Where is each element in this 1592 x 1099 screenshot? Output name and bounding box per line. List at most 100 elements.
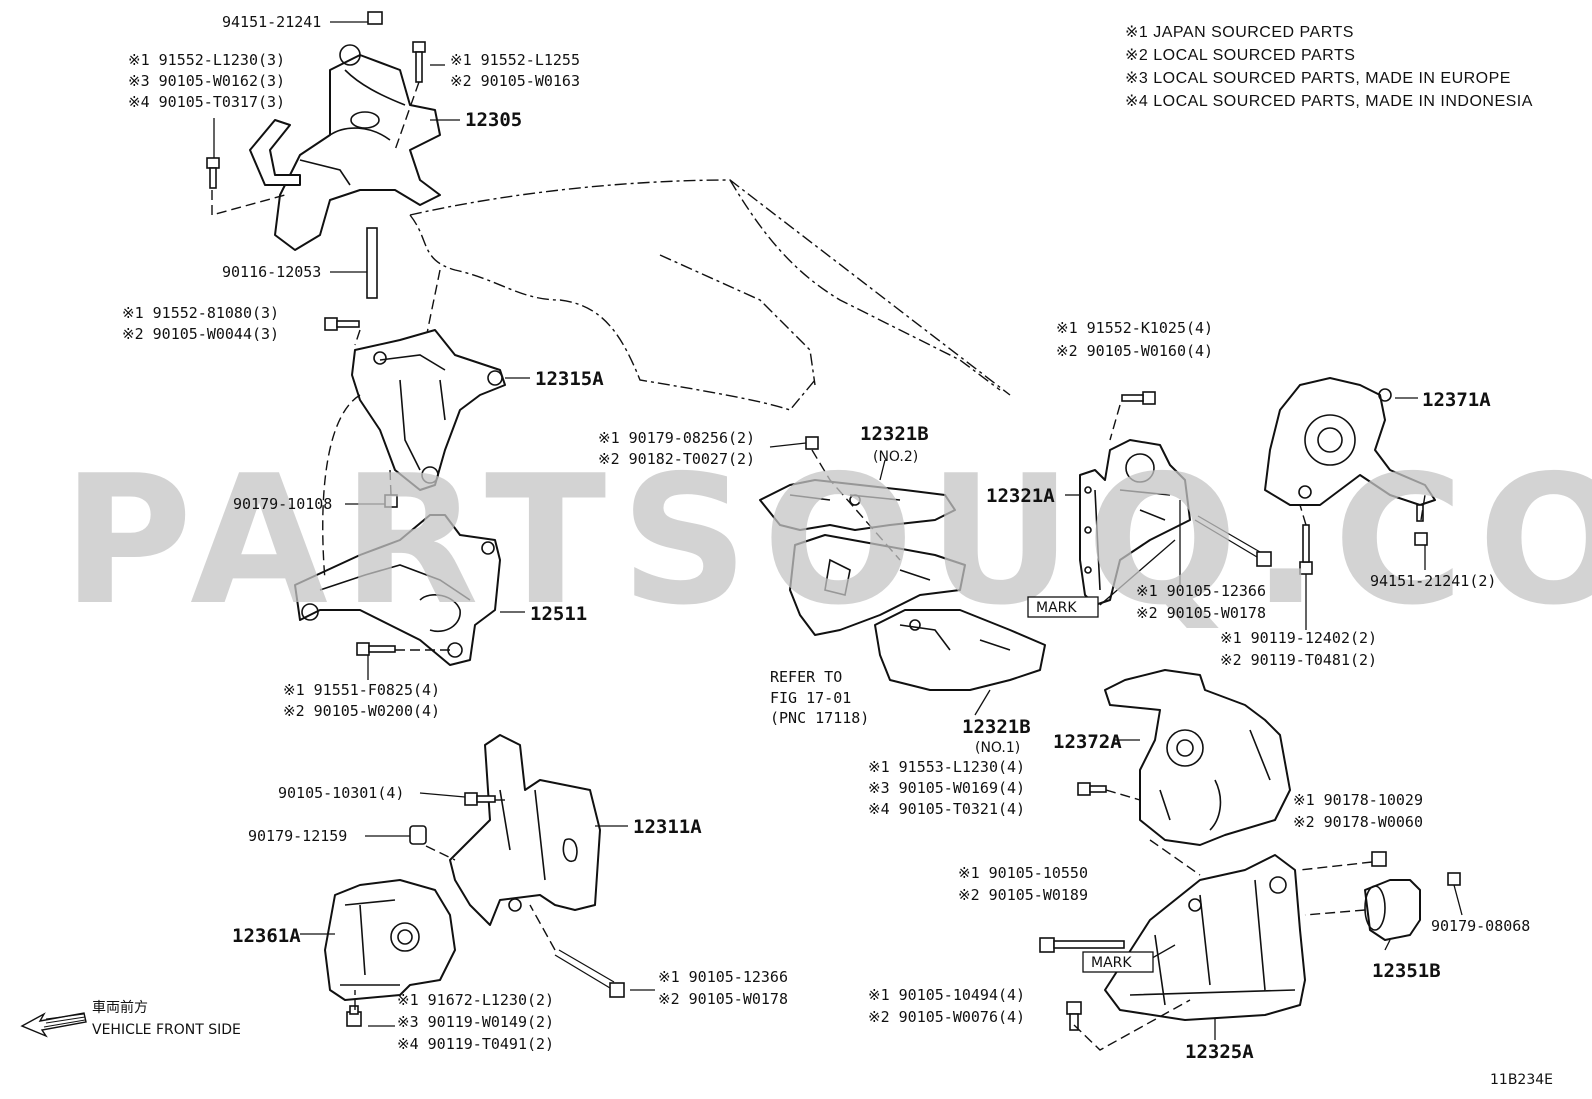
bolt-icon[interactable] bbox=[412, 41, 426, 83]
refer-line-2: FIG 17-01 bbox=[770, 689, 851, 707]
label-a3[interactable]: ※3 90105-W0162(3) bbox=[128, 72, 285, 90]
label-b1[interactable]: ※1 91552-L1255 bbox=[450, 51, 580, 69]
label-a1[interactable]: 94151-21241 bbox=[222, 13, 321, 31]
label-c1[interactable]: 90116-12053 bbox=[222, 263, 321, 281]
label-s1[interactable]: 90179-08068 bbox=[1431, 917, 1530, 935]
label-j1[interactable]: ※1 90105-12366 bbox=[658, 968, 788, 986]
bolt-icon[interactable] bbox=[206, 157, 220, 189]
part-label-12511[interactable]: 12511 bbox=[530, 603, 587, 625]
part-sub-no2: (NO.2) bbox=[873, 449, 918, 465]
label-t1[interactable]: ※1 90105-10494(4) bbox=[868, 986, 1025, 1004]
label-g1[interactable]: ※1 90179-08256(2) bbox=[598, 429, 755, 447]
label-l1[interactable]: ※1 91552-K1025(4) bbox=[1056, 319, 1213, 337]
label-o2[interactable]: ※2 90119-T0481(2) bbox=[1220, 651, 1377, 669]
label-g2[interactable]: ※2 90182-T0027(2) bbox=[598, 450, 755, 468]
nut-icon[interactable] bbox=[1371, 851, 1387, 867]
mark-label: MARK bbox=[1091, 955, 1132, 971]
stud-icon[interactable] bbox=[366, 227, 378, 299]
refer-line-1: REFER TO bbox=[770, 668, 842, 686]
part-12321B-no1[interactable] bbox=[874, 609, 1046, 691]
part-label-12372A[interactable]: 12372A bbox=[1053, 731, 1122, 753]
label-k2[interactable]: ※3 90119-W0149(2) bbox=[397, 1013, 554, 1031]
bolt-icon[interactable] bbox=[346, 1005, 362, 1027]
label-p3[interactable]: ※4 90105-T0321(4) bbox=[868, 800, 1025, 818]
label-r1[interactable]: ※1 90105-10550 bbox=[958, 864, 1088, 882]
notes-legend: ※1 JAPAN SOURCED PARTS ※2 LOCAL SOURCED … bbox=[1125, 24, 1533, 110]
label-m2[interactable]: ※2 90105-W0178 bbox=[1136, 604, 1266, 622]
label-e1[interactable]: 90179-10108 bbox=[233, 495, 332, 513]
label-o1[interactable]: ※1 90119-12402(2) bbox=[1220, 629, 1377, 647]
part-12511-bracket[interactable] bbox=[294, 514, 501, 666]
label-a2[interactable]: ※1 91552-L1230(3) bbox=[128, 51, 285, 69]
part-label-12311A[interactable]: 12311A bbox=[633, 816, 702, 838]
part-12351B-bushing[interactable] bbox=[1364, 879, 1421, 941]
fastener-labels: 94151-21241 ※1 91552-L1230(3) ※3 90105-W… bbox=[122, 13, 1530, 1053]
note-4: ※4 LOCAL SOURCED PARTS, MADE IN INDONESI… bbox=[1125, 93, 1533, 110]
bolt-icon[interactable] bbox=[1077, 782, 1107, 796]
label-a4[interactable]: ※4 90105-T0317(3) bbox=[128, 93, 285, 111]
label-i1[interactable]: 90179-12159 bbox=[248, 827, 347, 845]
mark-box-2: MARK bbox=[1082, 951, 1154, 973]
direction-en: VEHICLE FRONT SIDE bbox=[92, 1022, 241, 1038]
nut-icon[interactable] bbox=[409, 825, 427, 845]
vehicle-front-indicator: 車両前方 VEHICLE FRONT SIDE bbox=[20, 999, 241, 1038]
label-k1[interactable]: ※1 91672-L1230(2) bbox=[397, 991, 554, 1009]
part-label-12361A[interactable]: 12361A bbox=[232, 925, 301, 947]
label-j2[interactable]: ※2 90105-W0178 bbox=[658, 990, 788, 1008]
direction-jp: 車両前方 bbox=[92, 999, 148, 1016]
label-p1[interactable]: ※1 91553-L1230(4) bbox=[868, 758, 1025, 776]
nut-icon[interactable] bbox=[1447, 872, 1461, 886]
bolt-icon[interactable] bbox=[464, 792, 496, 806]
label-t2[interactable]: ※2 90105-W0076(4) bbox=[868, 1008, 1025, 1026]
bolt-icon[interactable] bbox=[367, 11, 383, 25]
part-12361A-mount[interactable] bbox=[324, 879, 456, 1001]
label-b2[interactable]: ※2 90105-W0163 bbox=[450, 72, 580, 90]
bolt-icon[interactable] bbox=[1416, 504, 1424, 522]
bolt-icon[interactable] bbox=[554, 949, 625, 998]
part-12321B-plate[interactable] bbox=[789, 534, 966, 636]
part-label-12321A[interactable]: 12321A bbox=[986, 485, 1055, 507]
part-label-12325A[interactable]: 12325A bbox=[1185, 1041, 1254, 1063]
label-q2[interactable]: ※2 90178-W0060 bbox=[1293, 813, 1423, 831]
label-m1[interactable]: ※1 90105-12366 bbox=[1136, 582, 1266, 600]
part-12305-mount[interactable] bbox=[249, 44, 441, 251]
bolt-icon[interactable] bbox=[1194, 515, 1272, 567]
label-p2[interactable]: ※3 90105-W0169(4) bbox=[868, 779, 1025, 797]
part-label-12371A[interactable]: 12371A bbox=[1422, 389, 1491, 411]
nut-icon[interactable] bbox=[1414, 532, 1428, 546]
bolt-icon[interactable] bbox=[1039, 937, 1125, 953]
label-r2[interactable]: ※2 90105-W0189 bbox=[958, 886, 1088, 904]
part-12315A-bracket[interactable] bbox=[351, 329, 506, 491]
refer-line-3: (PNC 17118) bbox=[770, 709, 869, 727]
bolt-icon[interactable] bbox=[1066, 1001, 1082, 1031]
part-12325A-bracket[interactable] bbox=[1104, 854, 1306, 1021]
label-q1[interactable]: ※1 90178-10029 bbox=[1293, 791, 1423, 809]
part-12371A-mount[interactable] bbox=[1264, 377, 1436, 506]
part-label-12315A[interactable]: 12315A bbox=[535, 368, 604, 390]
bolt-icon[interactable] bbox=[324, 317, 360, 331]
mark-box-1: MARK bbox=[1027, 596, 1099, 618]
label-d1[interactable]: ※1 91552-81080(3) bbox=[122, 304, 279, 322]
part-label-12321B-no2[interactable]: 12321B bbox=[860, 423, 929, 445]
diagram-code: 11B234E bbox=[1490, 1072, 1553, 1088]
bolt-icon[interactable] bbox=[356, 642, 396, 656]
label-k3[interactable]: ※4 90119-T0491(2) bbox=[397, 1035, 554, 1053]
part-label-12351B[interactable]: 12351B bbox=[1372, 960, 1441, 982]
label-d2[interactable]: ※2 90105-W0044(3) bbox=[122, 325, 279, 343]
part-label-12305[interactable]: 12305 bbox=[465, 109, 522, 131]
label-f1[interactable]: ※1 91551-F0825(4) bbox=[283, 681, 440, 699]
bolt-icon[interactable] bbox=[1121, 391, 1156, 405]
label-f2[interactable]: ※2 90105-W0200(4) bbox=[283, 702, 440, 720]
leader-lines bbox=[213, 21, 1463, 1040]
assembly-lines bbox=[211, 81, 1426, 1051]
part-numbers: 12305 12315A 12511 12311A 12361A 12321B … bbox=[232, 109, 1491, 1063]
note-2: ※2 LOCAL SOURCED PARTS bbox=[1125, 47, 1355, 64]
part-12321B-no2[interactable] bbox=[759, 479, 956, 531]
part-12311A-bracket[interactable] bbox=[449, 734, 601, 926]
part-label-12321B-no1[interactable]: 12321B bbox=[962, 716, 1031, 738]
part-12372A-mount[interactable] bbox=[1104, 669, 1291, 846]
fasteners bbox=[206, 11, 1461, 1031]
label-n1[interactable]: 94151-21241(2) bbox=[1370, 572, 1496, 590]
label-h1[interactable]: 90105-10301(4) bbox=[278, 784, 404, 802]
label-l2[interactable]: ※2 90105-W0160(4) bbox=[1056, 342, 1213, 360]
